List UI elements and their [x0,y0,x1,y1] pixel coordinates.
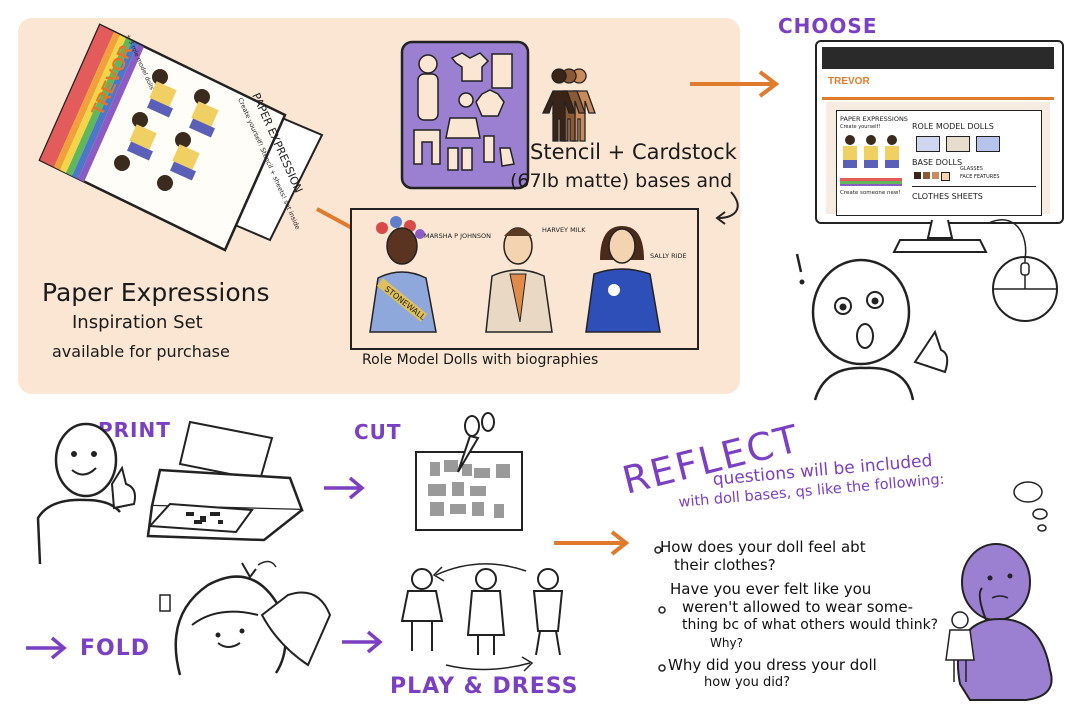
monitor-stand [892,219,988,253]
choose-label: CHOOSE [778,14,878,38]
cut-sheet [415,412,523,531]
doll-marsha: STONEWALL [369,216,437,333]
cardstock-bases [541,68,596,142]
surprised-person [795,253,949,401]
sally-name: SALLY RIDE [650,252,687,260]
arrow-to-reflect [554,530,630,556]
curl-arrow [715,191,739,225]
arrow-print-to-cut [324,476,365,500]
mouse-icon [988,219,1058,322]
site-left-dolls [840,135,902,186]
question-1-line-1: How does your doll feel abt [660,538,866,556]
site-brand: TREVOR [828,76,870,87]
inspiration-line-3: available for purchase [52,342,230,361]
question-3-line-2: how you did? [704,675,790,690]
kit-caption-1: Stencil + Cardstock [530,140,737,164]
site-left-sub: Create yourself! [840,124,881,130]
arrow-to-choose [690,70,780,98]
play-dolls [400,563,564,672]
play-label: PLAY & DRESS [390,674,579,699]
doll-harvey [485,227,553,333]
site-glasses: GLASSES [960,166,983,172]
question-2-line-2: weren't allowed to wear some- [682,598,914,616]
site-base-title: BASE DOLLS [912,158,963,167]
site-left-foot: Create someone new! [840,190,901,196]
question-2-line-4: Why? [710,636,743,650]
inspiration-line-2: Inspiration Set [72,312,203,333]
question-3: Why did you dress your doll how you did? [668,656,877,692]
site-header [822,69,1054,100]
marsha-name: MARSHA P JOHNSON [424,232,491,240]
scissors-icon [457,412,495,473]
site-role-title: ROLE MODEL DOLLS [912,122,994,131]
arrow-to-fold [26,636,67,660]
question-3-line-1: Why did you dress your doll [668,656,877,674]
site-left-title: PAPER EXPRESSIONS [840,115,908,123]
question-1: How does your doll feel abt their clothe… [660,538,866,574]
site-face: FACE FEATURES [960,174,1000,180]
arrow-fold-to-play [342,630,383,654]
role-model-caption: Role Model Dolls with biographies [362,352,599,368]
cut-label: CUT [354,420,402,444]
site-base-swatches [914,172,954,181]
fold-person [159,560,332,676]
question-2-line-3: thing bc of what others would think? [682,617,939,633]
harvey-name: HARVEY MILK [542,226,586,234]
question-1-line-2: their clothes? [674,556,776,574]
product-box: TREVOR PAPER EXPRESSION Create yourself!… [38,23,324,252]
stencil [400,40,530,190]
print-person [36,422,136,565]
question-2-line-1: Have you ever felt like you [670,580,872,598]
monitor-top-bar [822,47,1054,69]
kit-caption-2: (67lb matte) bases and [510,170,733,192]
fold-label: FOLD [80,636,151,661]
thinking-figure [945,481,1053,701]
inspiration-line-1: Paper Expressions [42,278,270,307]
printer-icon [146,420,304,542]
site-clothes-title: CLOTHES SHEETS [912,192,983,201]
site-role-thumbs [916,136,1002,152]
site-divider [912,186,1036,187]
role-model-dolls: STONEWALL MARSHA P JOHNSON HARVEY MILK S… [369,216,687,333]
doll-sally [585,226,661,333]
question-2: Have you ever felt like you weren't allo… [670,580,938,652]
question-bullets [654,546,666,672]
